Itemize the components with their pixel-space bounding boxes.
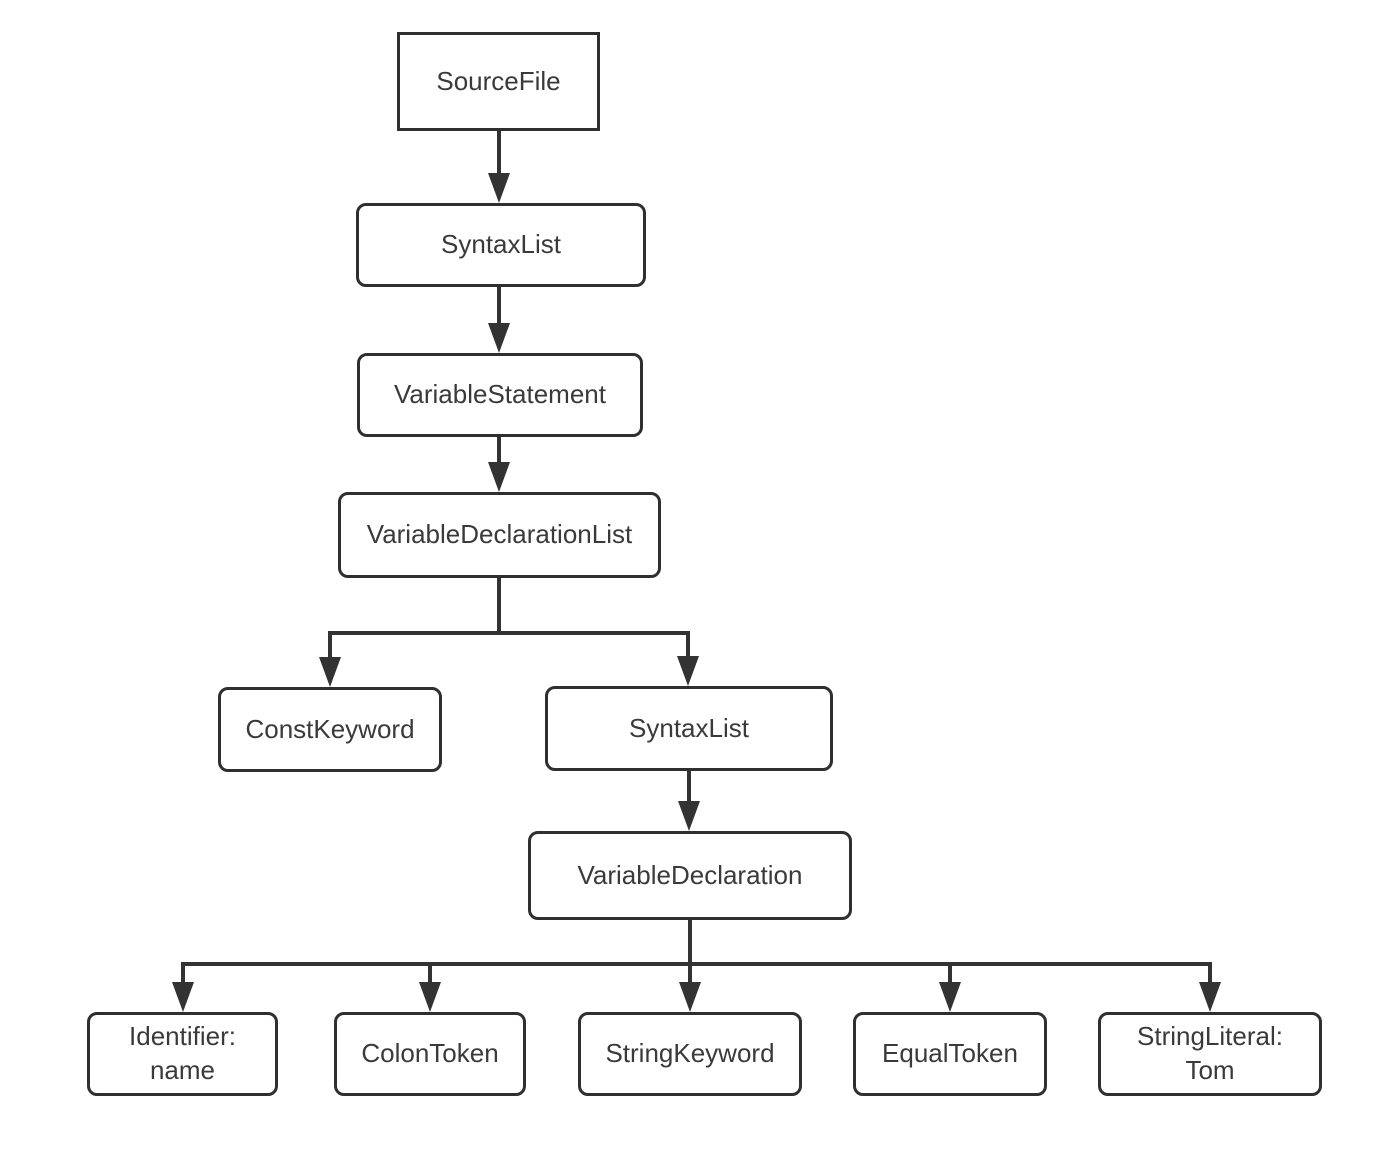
edge-variabledeclaration-fork	[181, 962, 1212, 988]
node-label: VariableDeclaration	[577, 859, 803, 890]
node-string-literal: StringLiteral: Tom	[1098, 1012, 1322, 1096]
node-equal-token: EqualToken	[853, 1012, 1047, 1096]
node-label: SyntaxList	[441, 229, 561, 260]
node-label: Identifier: name	[129, 1021, 236, 1085]
node-variable-declaration: VariableDeclaration	[528, 831, 852, 920]
arrowhead-identifier	[172, 982, 194, 1012]
arrowhead-variabledeclaration	[678, 801, 700, 831]
node-label: EqualToken	[882, 1038, 1018, 1069]
edge-declarationlist-fork	[328, 631, 690, 661]
arrowhead-syntaxlist	[488, 173, 510, 203]
node-label: ColonToken	[361, 1038, 499, 1069]
node-const-keyword: ConstKeyword	[218, 687, 442, 772]
node-variable-statement: VariableStatement	[357, 353, 643, 437]
node-label: StringLiteral: Tom	[1137, 1021, 1283, 1085]
node-syntax-list-2: SyntaxList	[545, 686, 833, 771]
node-syntax-list-1: SyntaxList	[356, 203, 646, 287]
arrowhead-colontoken	[419, 982, 441, 1012]
arrowhead-constkeyword	[319, 657, 341, 687]
node-label: ConstKeyword	[245, 713, 415, 744]
node-identifier: Identifier: name	[87, 1012, 278, 1096]
arrowhead-equaltoken	[939, 982, 961, 1012]
node-source-file: SourceFile	[397, 32, 600, 131]
node-colon-token: ColonToken	[334, 1012, 526, 1096]
arrowhead-declarationlist	[488, 462, 510, 492]
node-variable-declaration-list: VariableDeclarationList	[338, 492, 661, 578]
arrowhead-syntaxlist2	[677, 656, 699, 686]
node-label: VariableStatement	[394, 379, 606, 410]
node-string-keyword: StringKeyword	[578, 1012, 802, 1096]
arrowhead-stringliteral	[1199, 982, 1221, 1012]
arrowhead-variablestatement	[488, 323, 510, 353]
node-label: StringKeyword	[605, 1038, 775, 1069]
node-label: SyntaxList	[629, 712, 749, 743]
node-label: VariableDeclarationList	[366, 519, 633, 550]
arrowhead-stringkeyword	[679, 982, 701, 1012]
node-label: SourceFile	[436, 65, 561, 96]
